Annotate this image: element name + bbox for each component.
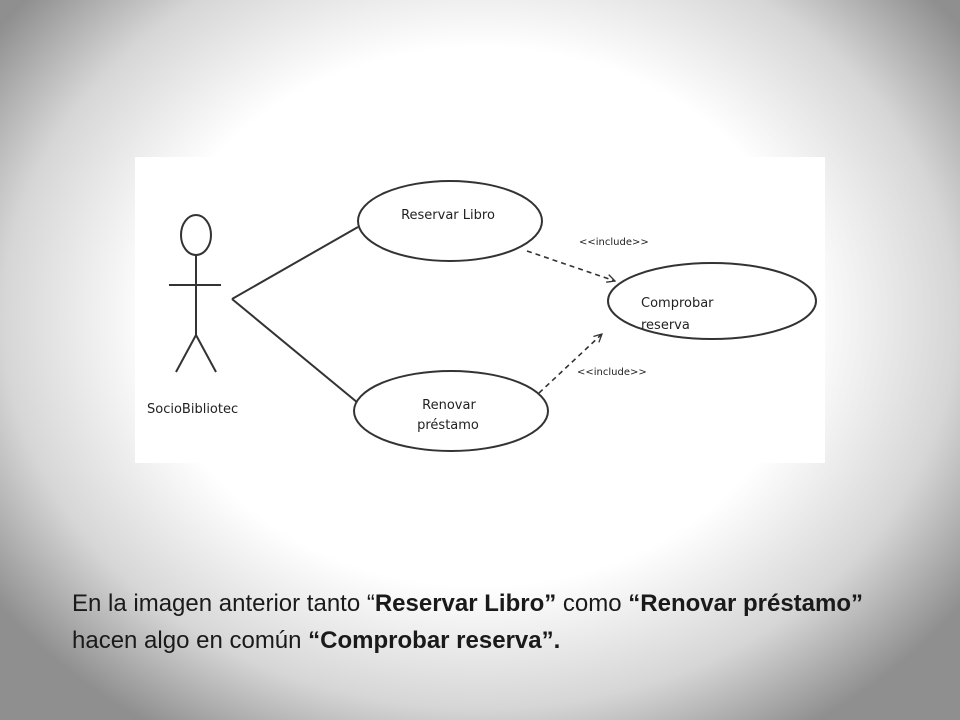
association-renovar: [231, 298, 359, 404]
use-case-comprobar-label-line2: reserva: [641, 318, 690, 333]
use-case-renovar-prestamo: Renovar préstamo: [353, 370, 549, 452]
association-reservar: [231, 226, 359, 300]
caption-part: como: [556, 590, 629, 617]
actor-figure: [169, 214, 221, 373]
actor-right-leg: [195, 334, 217, 373]
use-case-renovar-label-line2: préstamo: [417, 418, 479, 433]
use-case-comprobar-ellipse: [607, 262, 817, 340]
caption-part-bold: “Comprobar reserva”.: [308, 627, 561, 654]
use-case-comprobar-reserva: Comprobar reserva: [607, 262, 817, 340]
include-label-renovar: <<include>>: [577, 367, 647, 378]
actor-head: [180, 214, 212, 256]
use-case-diagram: SocioBibliotec Reservar Libro Comprobar …: [135, 157, 825, 463]
use-case-reservar-ellipse: [357, 180, 543, 262]
include-arrow-reservar: [526, 250, 615, 281]
actor-label: SocioBibliotec: [147, 402, 238, 417]
slide-caption: En la imagen anterior tanto “Reservar Li…: [72, 585, 902, 659]
use-case-renovar-label-line1: Renovar: [422, 398, 476, 413]
caption-part-bold: “Renovar préstamo”: [628, 590, 864, 617]
use-case-renovar-ellipse: [353, 370, 549, 452]
caption-part-bold: Reservar Libro”: [374, 590, 557, 617]
use-case-reservar-label: Reservar Libro: [401, 208, 495, 223]
include-arrow-renovar: [538, 334, 602, 394]
include-label-reservar: <<include>>: [579, 237, 649, 248]
actor-left-leg: [175, 334, 197, 373]
use-case-comprobar-label-line1: Comprobar: [641, 296, 714, 311]
caption-part: hacen algo en común: [72, 627, 309, 654]
use-case-reservar-libro: Reservar Libro: [357, 180, 543, 262]
use-case-diagram-svg: SocioBibliotec Reservar Libro Comprobar …: [147, 180, 817, 452]
caption-part: En la imagen anterior tanto “: [72, 590, 375, 617]
